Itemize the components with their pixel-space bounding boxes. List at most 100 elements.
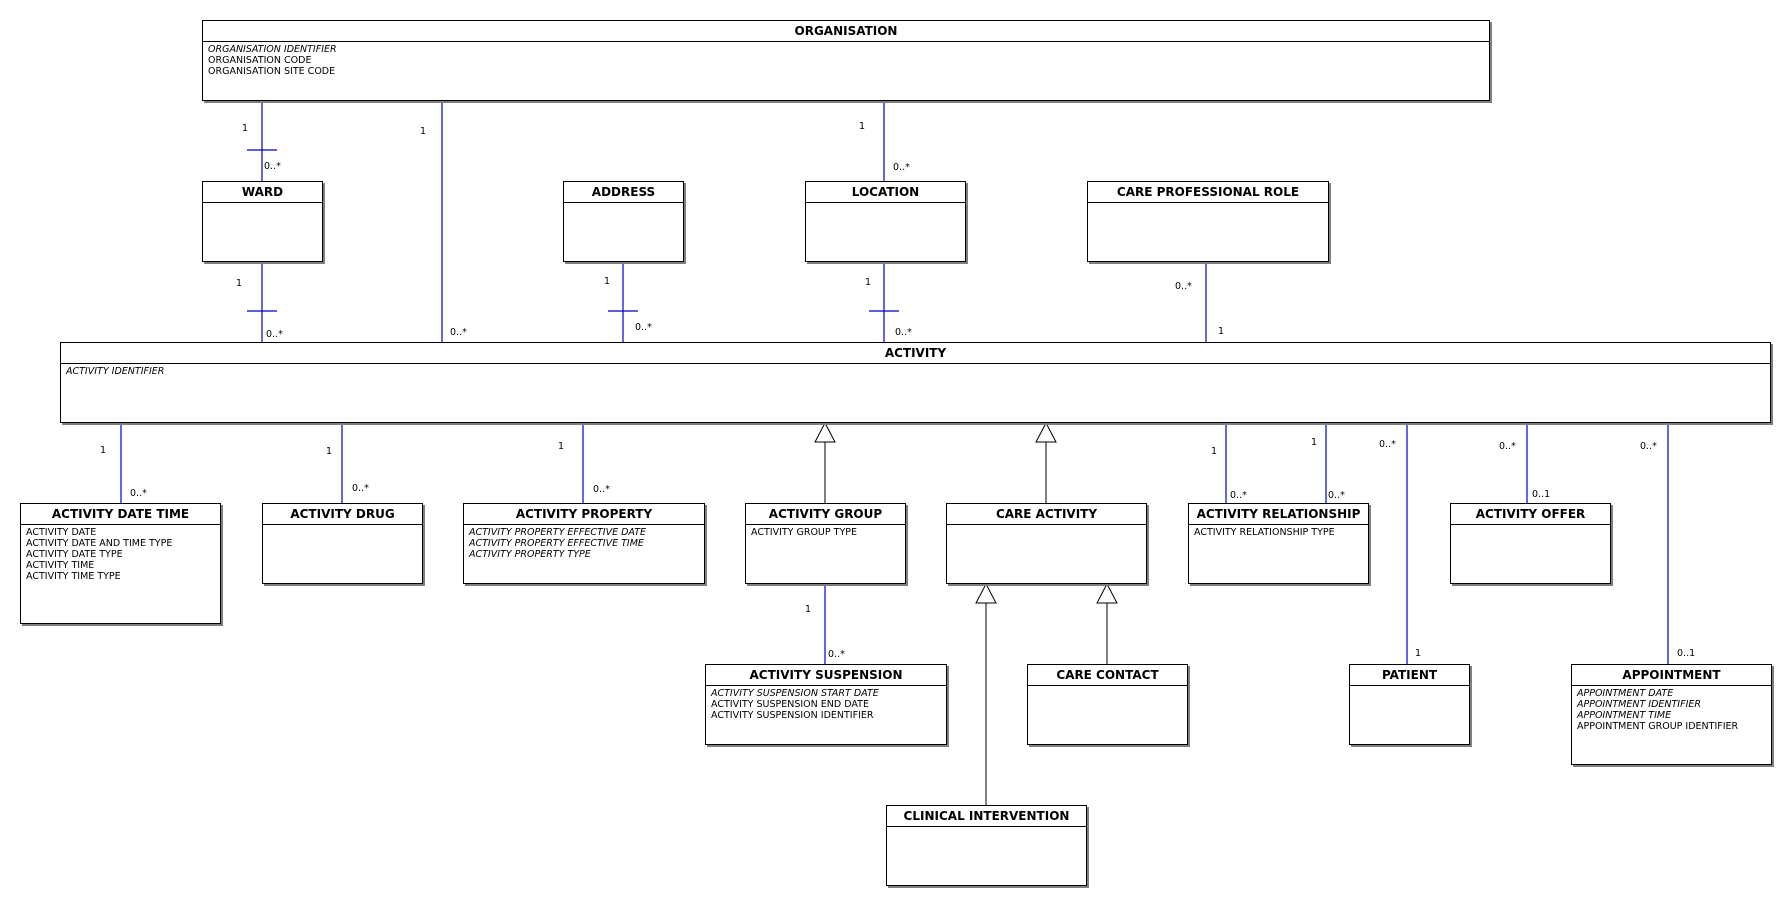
class-name: CLINICAL INTERVENTION	[887, 806, 1086, 827]
class-care-professional-role[interactable]: CARE PROFESSIONAL ROLE	[1087, 181, 1329, 262]
class-care-contact[interactable]: CARE CONTACT	[1027, 664, 1188, 745]
class-patient[interactable]: PATIENT	[1349, 664, 1470, 745]
multiplicity-label: 0..*	[1230, 490, 1247, 501]
multiplicity-label: 0..*	[1499, 441, 1516, 452]
attribute-list	[203, 203, 322, 207]
multiplicity-label: 0..1	[1532, 489, 1551, 500]
class-activity-group[interactable]: ACTIVITY GROUP ACTIVITY GROUP TYPE	[745, 503, 906, 584]
class-attribute: ACTIVITY SUSPENSION IDENTIFIER	[711, 710, 874, 721]
class-activity-property[interactable]: ACTIVITY PROPERTY ACTIVITY PROPERTY EFFEC…	[463, 503, 705, 584]
multiplicity-label: 1	[326, 446, 333, 457]
class-activity-drug[interactable]: ACTIVITY DRUG	[262, 503, 423, 584]
multiplicity-label: 1	[242, 123, 249, 134]
class-attribute: ACTIVITY SUSPENSION END DATE	[711, 699, 869, 710]
class-attribute: ACTIVITY IDENTIFIER	[66, 366, 165, 377]
class-name: CARE PROFESSIONAL ROLE	[1088, 182, 1328, 203]
multiplicity-label: 0..*	[635, 322, 652, 333]
class-attribute: ORGANISATION IDENTIFIER	[208, 44, 337, 55]
multiplicity-label: 0..*	[593, 484, 610, 495]
multiplicity-label: 0..*	[893, 162, 910, 173]
class-care-activity[interactable]: CARE ACTIVITY	[946, 503, 1147, 584]
class-attribute: APPOINTMENT GROUP IDENTIFIER	[1577, 721, 1739, 732]
class-name: ACTIVITY PROPERTY	[464, 504, 704, 525]
multiplicity-label: 1	[100, 445, 107, 456]
class-name: ACTIVITY DATE TIME	[21, 504, 220, 525]
multiplicity-label: 0..*	[1328, 490, 1345, 501]
generalization-arrow	[814, 421, 836, 443]
class-name: WARD	[203, 182, 322, 203]
attribute-list	[947, 525, 1146, 529]
multiplicity-label: 0..*	[828, 649, 845, 660]
class-activity[interactable]: ACTIVITY ACTIVITY IDENTIFIER	[60, 342, 1771, 423]
multiplicity-label: 1	[1415, 648, 1422, 659]
attribute-list	[887, 827, 1086, 831]
multiplicity-label: 1	[1218, 326, 1225, 337]
multiplicity-label: 1	[859, 121, 866, 132]
generalization-arrow	[1035, 421, 1057, 443]
attribute-list	[1451, 525, 1610, 529]
class-attribute: APPOINTMENT IDENTIFIER	[1577, 699, 1701, 710]
multiplicity-label: 0..1	[1677, 648, 1696, 659]
class-name: ACTIVITY DRUG	[263, 504, 422, 525]
class-activity-offer[interactable]: ACTIVITY OFFER	[1450, 503, 1611, 584]
multiplicity-label: 1	[420, 126, 427, 137]
class-name: ADDRESS	[564, 182, 683, 203]
attribute-list	[1028, 686, 1187, 690]
class-attribute: ORGANISATION CODE	[208, 55, 312, 66]
class-clinical-intervention[interactable]: CLINICAL INTERVENTION	[886, 805, 1087, 886]
multiplicity-label: 0..*	[266, 329, 283, 340]
class-attribute: ACTIVITY TIME	[26, 560, 95, 571]
multiplicity-label: 1	[865, 277, 872, 288]
multiplicity-label: 1	[558, 441, 565, 452]
class-attribute: ACTIVITY PROPERTY TYPE	[469, 549, 591, 560]
multiplicity-label: 0..*	[1640, 441, 1657, 452]
multiplicity-label: 0..*	[352, 483, 369, 494]
class-location[interactable]: LOCATION	[805, 181, 966, 262]
class-name: ACTIVITY OFFER	[1451, 504, 1610, 525]
generalization-arrow	[975, 582, 997, 604]
attribute-list	[263, 525, 422, 529]
class-attribute: ACTIVITY DATE TYPE	[26, 549, 123, 560]
multiplicity-label: 0..*	[264, 161, 281, 172]
class-attribute: ACTIVITY GROUP TYPE	[751, 527, 857, 538]
multiplicity-label: 1	[236, 278, 243, 289]
class-address[interactable]: ADDRESS	[563, 181, 684, 262]
multiplicity-label: 1	[805, 604, 812, 615]
class-attribute: ACTIVITY PROPERTY EFFECTIVE DATE	[469, 527, 647, 538]
class-attribute: APPOINTMENT TIME	[1577, 710, 1672, 721]
class-attribute: ORGANISATION SITE CODE	[208, 66, 336, 77]
class-attribute: ACTIVITY DATE	[26, 527, 97, 538]
class-name: PATIENT	[1350, 665, 1469, 686]
class-name: ACTIVITY GROUP	[746, 504, 905, 525]
class-ward[interactable]: WARD	[202, 181, 323, 262]
class-attribute: ACTIVITY TIME TYPE	[26, 571, 121, 582]
class-name: ORGANISATION	[203, 21, 1489, 42]
class-name: ACTIVITY	[61, 343, 1770, 364]
multiplicity-label: 1	[1311, 437, 1318, 448]
multiplicity-label: 1	[604, 276, 611, 287]
class-name: CARE CONTACT	[1028, 665, 1187, 686]
attribute-list	[806, 203, 965, 207]
attribute-list	[1350, 686, 1469, 690]
class-attribute: ACTIVITY DATE AND TIME TYPE	[26, 538, 173, 549]
class-attribute: APPOINTMENT DATE	[1577, 688, 1674, 699]
attribute-list: ACTIVITY RELATIONSHIP TYPE	[1189, 525, 1368, 540]
class-name: APPOINTMENT	[1572, 665, 1771, 686]
class-attribute: ACTIVITY SUSPENSION START DATE	[711, 688, 879, 699]
multiplicity-label: 0..*	[1379, 439, 1396, 450]
attribute-list: ACTIVITY IDENTIFIER	[61, 364, 1770, 379]
multiplicity-label: 0..*	[450, 327, 467, 338]
class-name: ACTIVITY RELATIONSHIP	[1189, 504, 1368, 525]
generalization-arrow	[1096, 582, 1118, 604]
multiplicity-label: 0..*	[1175, 281, 1192, 292]
